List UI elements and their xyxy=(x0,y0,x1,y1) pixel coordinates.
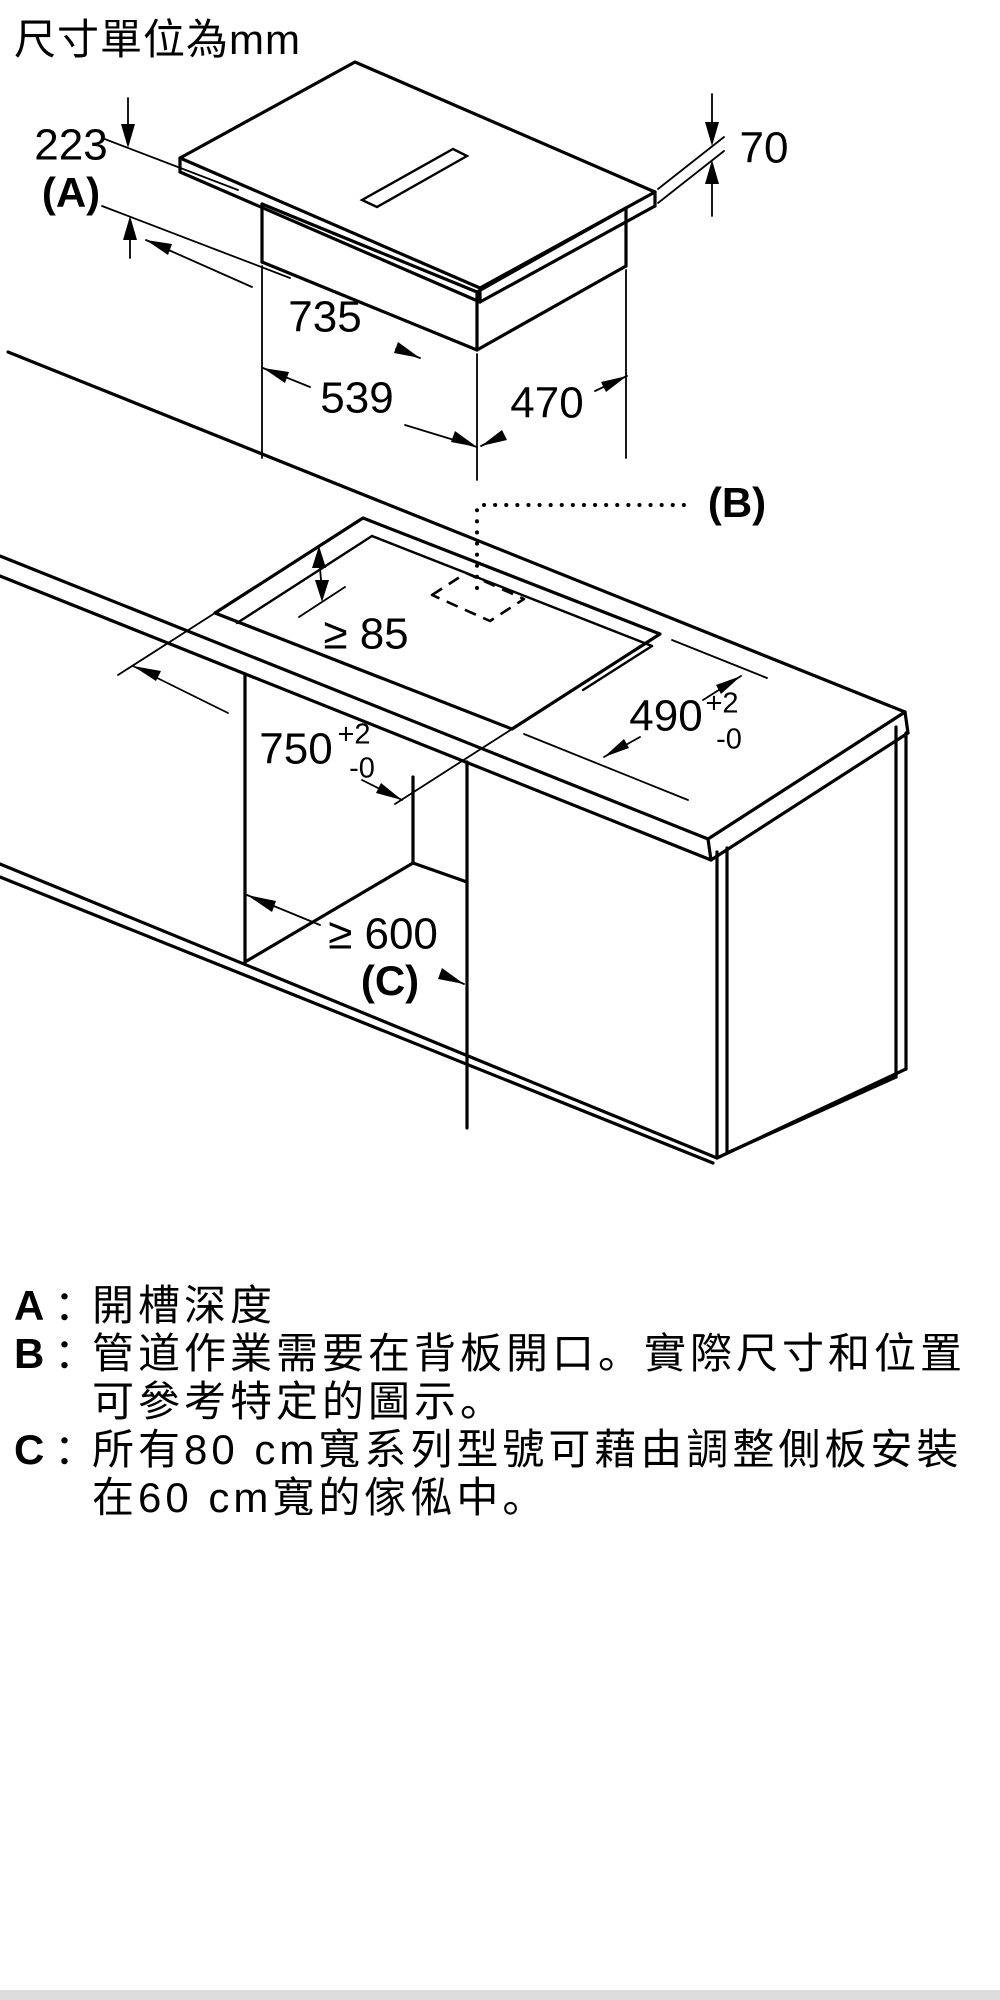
hob-top-surface xyxy=(178,60,657,290)
dim-490-tol-minus: -0 xyxy=(716,724,742,756)
dim-back-clearance: ≥ 85 xyxy=(295,530,409,659)
dim-cutout-depth: 490 +2 -0 xyxy=(523,639,768,801)
ref-b-label: (B) xyxy=(708,479,766,526)
note-b-text-line2: 可參考特定的圖示。 xyxy=(92,1378,507,1425)
note-b-key: B xyxy=(14,1330,45,1377)
dim-hob-width: 735 xyxy=(145,239,421,359)
ref-c-label: (C) xyxy=(361,957,419,1004)
dim-750-tol-plus: +2 xyxy=(337,719,370,751)
diagram-canvas: 223 (A) 70 735 xyxy=(0,60,910,1165)
dim-735-label: 735 xyxy=(288,293,361,342)
note-a-key: A xyxy=(14,1282,45,1329)
dim-recess-depth: 223 (A) xyxy=(34,97,291,279)
dimension-arrowhead xyxy=(451,431,477,447)
dim-600-label: ≥ 600 xyxy=(328,910,438,959)
back-panel-opening-dashed xyxy=(430,571,526,623)
dim-539-label: 539 xyxy=(320,374,393,423)
dimension-arrowhead xyxy=(705,160,719,184)
note-c-separator: ： xyxy=(54,1426,97,1473)
cabinet-body xyxy=(0,672,908,1165)
note-b: B ： 管道作業需要在背板開口。實際尺寸和位置 xyxy=(14,1330,992,1378)
note-c-text-line2: 在60 cm寬的傢俬中。 xyxy=(92,1474,549,1521)
ref-a-label: (A) xyxy=(42,169,100,216)
dim-750-label: 750 xyxy=(259,725,332,774)
dimension-arrowhead xyxy=(146,240,172,255)
dimension-arrowhead xyxy=(123,216,137,240)
dimension-arrowhead xyxy=(438,968,464,984)
dim-750-tol-minus: -0 xyxy=(349,753,375,785)
hob-vent-slot xyxy=(359,147,470,209)
dim-hob-height: 70 xyxy=(657,93,789,217)
note-b-text: 管道作業需要在背板開口。實際尺寸和位置 xyxy=(92,1330,967,1377)
dim-85-label: ≥ 85 xyxy=(323,610,408,659)
ref-b-marker: (B) xyxy=(430,479,766,623)
hob-base-box xyxy=(260,202,628,352)
dimension-arrowhead xyxy=(601,376,627,392)
page-title: 尺寸單位為mm xyxy=(14,16,301,63)
worktop xyxy=(0,350,910,862)
dimension-arrowhead xyxy=(247,895,276,912)
dimension-arrowhead xyxy=(716,676,741,694)
cabinet-isometric-drawing: (B) ≥ 85 490 +2 -0 xyxy=(0,350,910,1165)
dimension-arrowhead xyxy=(312,546,326,568)
dim-490-label: 490 xyxy=(629,692,702,741)
dimension-arrowhead xyxy=(604,739,629,757)
dimension-arrowhead xyxy=(376,783,402,800)
worktop-cutout xyxy=(213,516,662,731)
hob-isometric-drawing: 223 (A) 70 735 xyxy=(34,60,789,481)
dim-cutout-width: 750 +2 -0 xyxy=(117,612,513,805)
dimension-arrowhead xyxy=(133,666,161,681)
note-b-separator: ： xyxy=(54,1330,97,1377)
note-c: C ： 所有80 cm寬系列型號可藉由調整側板安裝 xyxy=(14,1426,992,1474)
dimension-arrowhead xyxy=(121,124,135,148)
dimension-arrowhead xyxy=(315,580,329,602)
dim-223-label: 223 xyxy=(34,121,107,170)
dimension-arrowhead xyxy=(481,430,507,446)
dim-base-width-depth: 539 470 xyxy=(261,265,628,481)
dimension-arrowhead xyxy=(394,342,420,358)
dim-cabinet-width: ≥ 600 (C) xyxy=(246,894,465,1004)
note-a-separator: ： xyxy=(54,1282,97,1329)
dimension-arrowhead xyxy=(263,368,289,383)
footnotes: A ： 開槽深度 B ： 管道作業需要在背板開口。實際尺寸和位置 可參考特定的圖… xyxy=(14,1282,992,1522)
note-a-text: 開槽深度 xyxy=(92,1282,277,1329)
note-a: A ： 開槽深度 xyxy=(14,1282,992,1330)
note-c-key: C xyxy=(14,1426,45,1473)
note-c-text: 所有80 cm寬系列型號可藉由調整側板安裝 xyxy=(92,1426,963,1473)
dim-470-label: 470 xyxy=(510,379,583,428)
dim-490-tol-plus: +2 xyxy=(705,688,738,720)
dimension-arrowhead xyxy=(705,122,719,146)
dim-70-label: 70 xyxy=(740,124,789,173)
page-bottom-strip xyxy=(0,1990,1000,2000)
